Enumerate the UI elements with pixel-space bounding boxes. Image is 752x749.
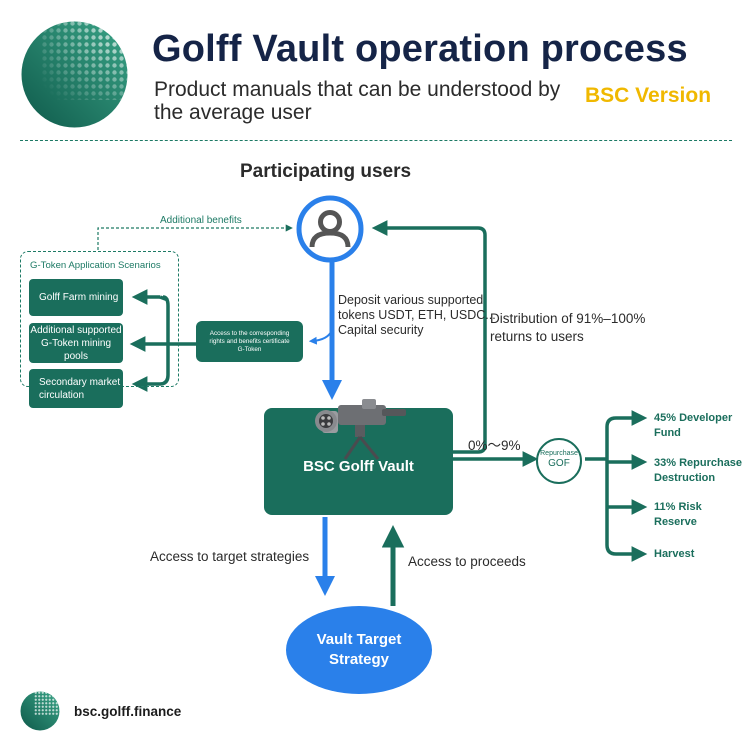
globe-logo-icon — [21, 21, 128, 128]
user-icon — [296, 195, 364, 263]
gtoken-rights-box: Access to the corresponding rights and b… — [196, 321, 303, 362]
vault-label: BSC Golff Vault — [303, 458, 414, 475]
section-title: Participating users — [240, 161, 412, 182]
additional-benefits-label: Additional benefits — [160, 215, 242, 226]
scenarios-title: G-Token Application Scenarios — [30, 260, 161, 271]
page-title: Golff Vault operation process — [152, 28, 688, 70]
vault-target-strategy — [286, 606, 432, 694]
page-subtitle: Product manuals that can be understood b… — [154, 78, 561, 124]
allocation-risk-reserve: 11% Risk Reserve — [654, 501, 702, 528]
allocation-repurchase-destruction: 33% Repurchase Destruction — [654, 457, 743, 484]
percent-range: 0%～9% — [468, 438, 521, 453]
scenario-mining-pools: Additional supported G-Token mining pool… — [29, 323, 123, 363]
scenario-secondary-market: Secondary market circulation — [29, 369, 123, 408]
allocation-harvest: Harvest — [654, 548, 695, 560]
version-badge: BSC Version — [585, 84, 712, 107]
access-proceeds-label: Access to proceeds — [408, 554, 526, 569]
scenario-golff-farm: Golff Farm mining — [29, 279, 123, 316]
logo — [20, 20, 129, 129]
header-divider — [20, 140, 732, 141]
additional-benefits-connector — [97, 224, 293, 250]
gtoken-issue-arrow — [308, 329, 333, 345]
strategy-label: Vault Target Strategy — [316, 631, 402, 668]
distribution-arrow — [371, 220, 487, 454]
vault-gun-icon — [300, 393, 415, 461]
footer-logo — [20, 691, 60, 731]
scenarios-panel — [20, 251, 179, 387]
allocation-developer-fund: 45% Developer Fund — [654, 412, 733, 439]
globe-logo-icon — [20, 691, 60, 731]
deposit-note: Deposit various supported tokens USDT, E… — [338, 293, 496, 337]
footer-domain: bsc.golff.finance — [74, 704, 182, 719]
participating-user — [296, 195, 364, 263]
distribution-note: Distribution of 91%–100% returns to user… — [490, 311, 646, 344]
repurchase-gof-node: Repurchase GOF — [536, 438, 582, 484]
access-strategies-label: Access to target strategies — [150, 549, 310, 564]
